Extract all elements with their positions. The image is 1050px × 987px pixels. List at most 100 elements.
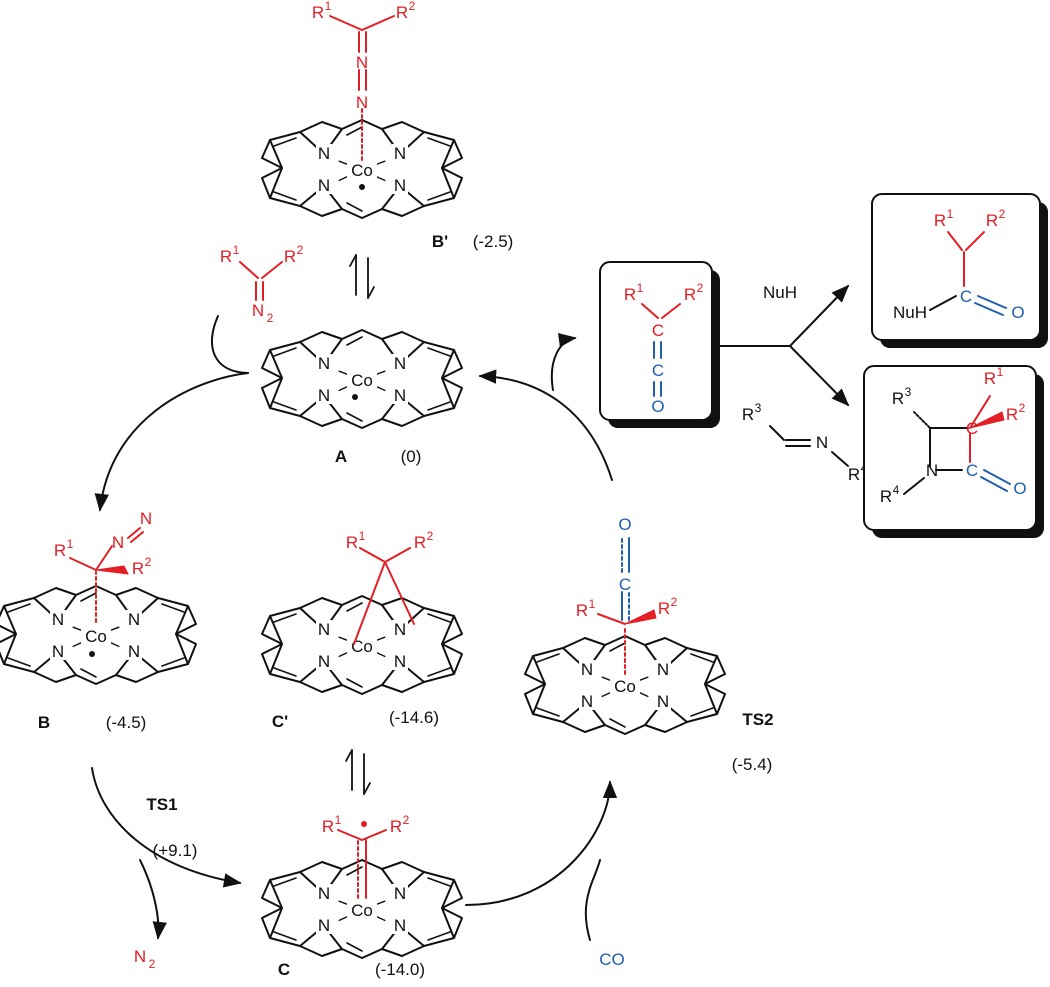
c-r2-letter: R bbox=[390, 817, 402, 836]
ts2-r2-superscript: 2 bbox=[671, 595, 678, 609]
porphyrin-ts2-nitrogen-0: N bbox=[581, 660, 593, 679]
co-reagent: CO bbox=[599, 950, 625, 969]
ketene-c-r1 bbox=[641, 303, 659, 319]
cprime-r2-superscript: 2 bbox=[427, 529, 434, 543]
c-c-r2 bbox=[361, 829, 387, 841]
porphyrin-c-n-mask bbox=[392, 916, 408, 934]
cprime-r1-superscript: 1 bbox=[359, 529, 366, 543]
porphyrin-ts2-n-mask bbox=[655, 660, 671, 678]
ts2-r1-letter: R bbox=[576, 601, 588, 620]
arrow-co-in bbox=[584, 859, 601, 941]
amide-ch-r1 bbox=[947, 231, 963, 251]
c-energy: (-14.0) bbox=[375, 960, 425, 979]
cprime-r2-letter: R bbox=[414, 533, 426, 552]
lactam-n-r4 bbox=[903, 477, 925, 495]
lactam-co-a bbox=[983, 469, 1011, 485]
eq-cprime-c-up-head bbox=[345, 749, 353, 762]
arrow-ts2-to-a bbox=[478, 369, 613, 481]
b-energy: (-4.5) bbox=[106, 713, 147, 732]
bprime-r1-letter: R bbox=[312, 3, 324, 22]
porphyrin-b-n-mask bbox=[50, 642, 66, 660]
lactam-r3-letter: R bbox=[892, 389, 904, 408]
porphyrin-bprime-ring-bond bbox=[269, 139, 283, 169]
porphyrin-cprime-double-bond bbox=[273, 613, 297, 623]
eq-cprime-c-down-head bbox=[363, 782, 371, 795]
arrow-c-to-ts2 bbox=[465, 780, 618, 906]
porphyrin-c-ring-bond bbox=[441, 879, 455, 909]
porphyrin-b-double-bond bbox=[7, 603, 31, 613]
b-r2-superscript: 2 bbox=[145, 555, 152, 569]
diazo-r1-superscript: 1 bbox=[233, 243, 240, 257]
arrow-b-to-c bbox=[91, 767, 242, 888]
porphyrin-a-nitrogen-2: N bbox=[318, 386, 330, 405]
bprime-r1-superscript: 1 bbox=[325, 0, 332, 13]
ts2-c-r1 bbox=[597, 613, 626, 625]
porphyrin-ts2-double-bond bbox=[609, 642, 626, 652]
porphyrin-c-n-mask bbox=[316, 916, 332, 934]
porphyrin-c-ring-bond bbox=[441, 907, 455, 939]
c-r1-letter: R bbox=[322, 817, 334, 836]
amide-r1-superscript: 1 bbox=[947, 207, 954, 221]
amide-ch-r2 bbox=[965, 231, 985, 251]
porphyrin-bprime-double-bond bbox=[346, 126, 363, 136]
porphyrin-a-n-mask bbox=[392, 354, 408, 372]
porphyrin-bprime-n-mask bbox=[316, 144, 332, 162]
cprime-c-r1 bbox=[359, 547, 386, 563]
porphyrin-bprime-double-bond bbox=[346, 202, 363, 212]
diazo-r2-superscript: 2 bbox=[297, 243, 304, 257]
porphyrin-cprime-cobalt: Co bbox=[351, 637, 373, 656]
porphyrin-ts2-nitrogen-2: N bbox=[581, 692, 593, 711]
bprime-n-lower: N bbox=[356, 93, 368, 112]
porphyrin-a-nitrogen-1: N bbox=[394, 354, 406, 373]
porphyrin-a-n-mask bbox=[316, 386, 332, 404]
cprime-c-n-bond bbox=[384, 561, 415, 625]
diazo-r2-letter: R bbox=[284, 247, 296, 266]
porphyrin-bprime-nitrogen-2: N bbox=[318, 176, 330, 195]
porphyrin-bprime-n-mask bbox=[316, 176, 332, 194]
ts2-oxygen: O bbox=[618, 515, 631, 534]
porphyrin-c-co-mask bbox=[347, 899, 377, 919]
ketene-box bbox=[599, 261, 713, 421]
arrow-a-to-b bbox=[94, 372, 249, 512]
porphyrin-b-nitrogen-0: N bbox=[52, 610, 64, 629]
imine-n: N bbox=[816, 433, 828, 452]
imine-n-r4 bbox=[831, 451, 849, 467]
bprime-radical-dot bbox=[359, 184, 365, 190]
porphyrin-c-double-bond bbox=[346, 866, 363, 876]
ts2-c-r2-wedge bbox=[624, 609, 657, 625]
ketene-r1-superscript: 1 bbox=[637, 281, 644, 295]
porphyrin-c-double-bond bbox=[273, 877, 297, 887]
porphyrin-a-n-mask bbox=[316, 354, 332, 372]
porphyrin-ts2-cobalt: Co bbox=[614, 677, 636, 696]
arrow-to-lactam bbox=[789, 345, 850, 407]
lactam-c2: C bbox=[966, 461, 978, 480]
imine-r3-letter: R bbox=[742, 405, 754, 424]
ketene-o: O bbox=[651, 397, 664, 416]
a-label: A bbox=[335, 447, 347, 466]
porphyrin-b-double-bond bbox=[7, 657, 31, 667]
porphyrin-ts2-double-bond bbox=[536, 707, 560, 717]
b-c-n bbox=[95, 545, 113, 571]
porphyrin-bprime-double-bond bbox=[427, 137, 451, 147]
cprime-energy: (-14.6) bbox=[389, 708, 439, 727]
porphyrin-bprime-cobalt: Co bbox=[351, 161, 373, 180]
amide-r2-superscript: 2 bbox=[999, 207, 1006, 221]
porphyrin-b-nitrogen-3: N bbox=[128, 642, 140, 661]
porphyrin-bprime-double-bond bbox=[427, 191, 451, 201]
porphyrin-ts2-n-mask bbox=[655, 692, 671, 710]
diazo-c-r1 bbox=[239, 261, 259, 279]
b-n1: N bbox=[112, 533, 124, 552]
porphyrin-bprime-ring-bond bbox=[441, 167, 455, 199]
amide-co-b bbox=[974, 302, 1004, 316]
porphyrin-ts2-nitrogen-1: N bbox=[657, 660, 669, 679]
ts2-r2-letter: R bbox=[658, 599, 670, 618]
imine-r3-c bbox=[769, 425, 785, 441]
eq-bprime-a-down-head bbox=[367, 286, 375, 299]
ts2-energy: (-5.4) bbox=[732, 755, 773, 774]
porphyrin-c-double-bond bbox=[346, 942, 363, 952]
amide-carbon: C bbox=[960, 287, 972, 306]
arrow-to-amide bbox=[789, 284, 850, 347]
porphyrin-b-co-mask bbox=[81, 625, 111, 645]
b-r1-letter: R bbox=[54, 541, 66, 560]
lactam-r2-wedge bbox=[969, 411, 1005, 429]
